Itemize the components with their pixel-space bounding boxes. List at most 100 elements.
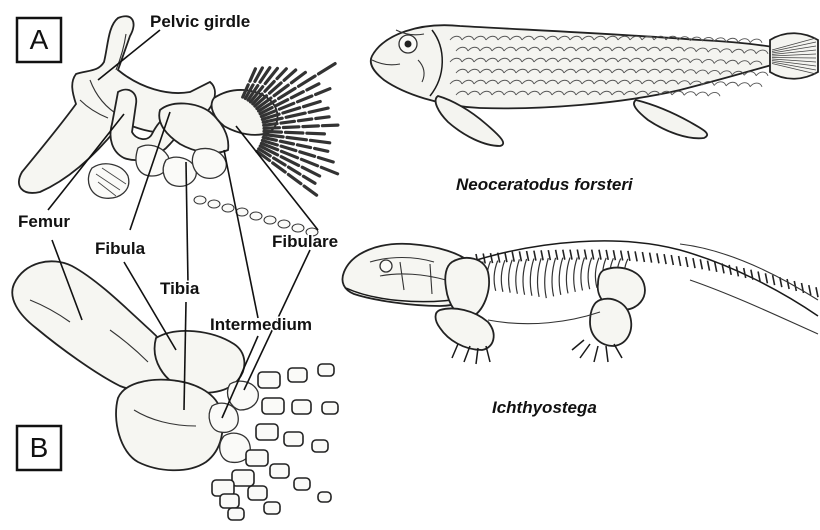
vertebra — [693, 258, 695, 268]
fin-radial-segment — [316, 117, 329, 119]
vertebra — [708, 261, 710, 271]
panel-b-limb-skeleton — [12, 261, 338, 520]
digit-phalanx — [228, 508, 244, 520]
fin-radial-segment — [302, 167, 319, 176]
rib — [509, 260, 513, 293]
fin-radial-segment — [315, 148, 328, 151]
ichthyostega-orbit — [380, 260, 392, 272]
fin-radial-node — [250, 212, 262, 220]
vertebra — [744, 268, 746, 278]
rib — [545, 258, 549, 298]
vertebra — [664, 254, 666, 264]
fin-radial-segment — [287, 137, 306, 139]
fin-radial-segment — [322, 125, 338, 126]
rib — [552, 258, 556, 297]
fin-radial-segment — [297, 145, 310, 148]
label-fibulare: Fibulare — [272, 232, 338, 251]
fin-radial-segment — [283, 108, 300, 113]
fin-radial-segment — [316, 89, 330, 95]
rib — [588, 258, 592, 290]
fin-radial-node — [292, 224, 304, 232]
digit-phalanx — [318, 492, 331, 502]
digit-phalanx — [256, 424, 278, 440]
lungfish-scale — [756, 72, 768, 76]
vertebra — [773, 275, 775, 285]
rib — [574, 258, 578, 292]
rib — [538, 258, 542, 297]
vertebra — [729, 265, 731, 275]
fin-radial-segment — [298, 119, 311, 121]
vertebra — [700, 259, 702, 269]
lungfish-scale — [750, 39, 762, 43]
lungfish-scale — [726, 82, 738, 86]
digit-phalanx — [264, 502, 280, 514]
fin-radial-segment — [280, 141, 293, 144]
fin-radial-segment — [264, 135, 283, 137]
panel-a-marker: A — [17, 18, 61, 62]
lungfish-scale — [708, 92, 720, 96]
caption-ichthyostega: Ichthyostega — [492, 398, 597, 417]
fin-radial-segment — [277, 69, 286, 79]
fin-radial-node — [208, 200, 220, 208]
panel-a-letter: A — [30, 24, 49, 55]
fin-radial-segment — [298, 96, 312, 102]
fin-radial-segment — [303, 126, 319, 127]
tail-ray — [772, 58, 816, 59]
lungfish-pelvic-fin — [634, 100, 707, 138]
panel-a-fin-skeleton — [19, 16, 338, 236]
fin-radial-segment — [289, 167, 301, 174]
fin-radial-segment — [318, 158, 333, 163]
fin-radial-node — [264, 216, 276, 224]
panel-b-marker: B — [17, 426, 61, 470]
fin-radial-segment — [264, 128, 279, 129]
ichthyostega-belly — [488, 312, 600, 324]
rib — [559, 258, 563, 295]
limb-tibia-bone — [116, 380, 223, 471]
label-pelvic-girdle: Pelvic girdle — [150, 12, 250, 31]
intermedium-bone — [209, 403, 238, 432]
fin-radial-segment — [283, 127, 299, 128]
vertebra — [650, 253, 652, 263]
panel-b-letter: B — [30, 432, 49, 463]
intermedium-leader-a — [224, 150, 258, 318]
fin-radial-segment — [286, 132, 303, 133]
digit-phalanx — [284, 432, 303, 446]
ichthyostega-drawing — [342, 241, 818, 364]
vertebra — [816, 287, 818, 297]
lungfish-scale — [696, 92, 708, 96]
rib — [530, 259, 534, 296]
fin-radial-segment — [264, 124, 277, 126]
vertebra — [686, 257, 688, 267]
ichthyostega-hindlimb — [590, 299, 631, 346]
digit-phalanx — [270, 464, 289, 478]
fin-radial-segment — [304, 102, 321, 107]
vertebra — [758, 272, 760, 282]
fin-radial-segment — [307, 84, 319, 90]
digit-phalanx — [246, 450, 268, 466]
digit-phalanx — [232, 470, 254, 486]
fin-radial-segment — [264, 131, 282, 132]
digit-phalanx — [220, 494, 239, 508]
label-tibia: Tibia — [160, 279, 200, 298]
label-fibula: Fibula — [95, 239, 146, 258]
vertebra — [671, 255, 673, 265]
caption-neoceratodus: Neoceratodus forsteri — [456, 175, 634, 194]
lungfish-scale — [714, 82, 726, 86]
fin-radial-segment — [303, 176, 315, 183]
digit-phalanx — [262, 398, 284, 414]
fin-radial-segment — [286, 113, 305, 117]
fin-radial-node — [194, 196, 206, 204]
ichthyostega-forelimb — [436, 309, 494, 351]
lungfish-scale — [738, 83, 750, 87]
fin-radial-segment — [310, 140, 329, 143]
vertebra — [679, 256, 681, 266]
rib — [516, 259, 520, 293]
fin-radial-segment — [304, 186, 317, 195]
ichthyostega-tail-ridge — [680, 244, 818, 334]
fin-radial-segment — [291, 92, 303, 98]
lungfish-scale — [738, 39, 750, 43]
vertebra — [642, 252, 644, 262]
fin-radial-segment — [281, 146, 296, 151]
rib — [501, 260, 505, 292]
